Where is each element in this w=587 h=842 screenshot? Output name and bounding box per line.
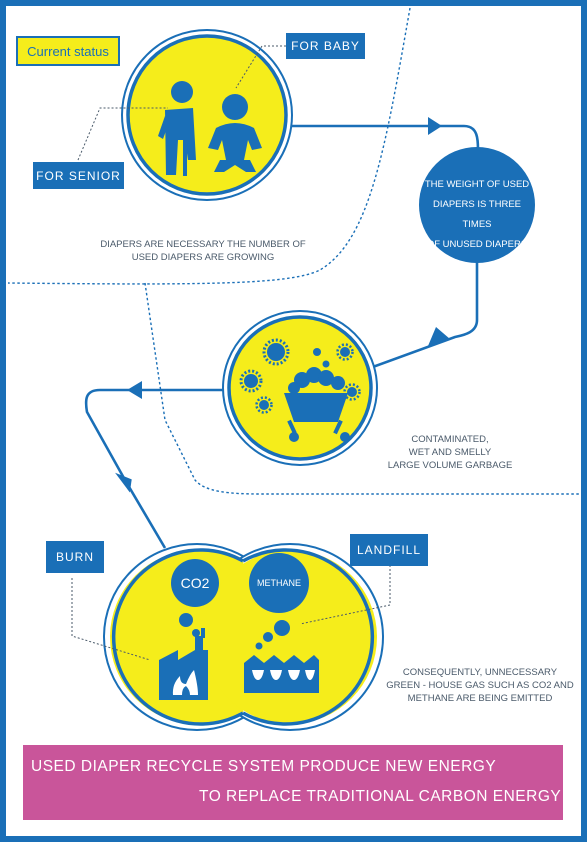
bubble-trails: [179, 613, 290, 650]
caption-consequence: CONSEQUENTLY, UNNECESSARY GREEN - HOUSE …: [385, 666, 575, 705]
weight-note-line: THE WEIGHT OF USED: [424, 179, 530, 190]
caption-contaminated: CONTAMINATED, WET AND SMELLY LARGE VOLUM…: [380, 433, 520, 472]
for-baby-label: FOR BABY: [286, 33, 365, 59]
for-senior-label: FOR SENIOR: [33, 162, 124, 189]
factory-icon: [159, 628, 208, 700]
circle-emissions: [103, 543, 384, 731]
burn-label: BURN: [46, 541, 104, 573]
banner-line-2: TO REPLACE TRADITIONAL CARBON ENERGY: [199, 788, 562, 805]
label-connectors: [71, 45, 391, 661]
methane-text: METHANE: [256, 578, 301, 588]
landfill-label: LANDFILL: [350, 534, 428, 566]
garbage-cart-icon: [284, 367, 350, 442]
weight-note-line: DIAPERS IS THREE TIMES: [433, 199, 521, 230]
co2-text: CO2: [180, 575, 210, 591]
weight-note: THE WEIGHT OF USED DIAPERS IS THREE TIME…: [419, 175, 535, 255]
caption-diapers: DIAPERS ARE NECESSARY THE NUMBER OF USED…: [88, 238, 318, 264]
caption-line: CONSEQUENTLY, UNNECESSARY: [402, 667, 558, 678]
circle-people: [121, 29, 293, 201]
methane-bubble: [249, 553, 309, 613]
flow-arrowheads: [115, 117, 450, 493]
landfill-icon: [244, 655, 319, 693]
bottom-banner: USED DIAPER RECYCLE SYSTEM PRODUCE NEW E…: [23, 745, 563, 820]
baby-icon: [208, 94, 262, 172]
germ-icons: [239, 338, 361, 414]
senior-icon: [158, 81, 196, 176]
caption-line: CONTAMINATED,: [411, 434, 489, 445]
caption-line: WET AND SMELLY: [408, 447, 492, 458]
current-status-badge: Current status: [16, 36, 120, 66]
caption-line: USED DIAPERS ARE GROWING: [131, 252, 275, 263]
caption-line: DIAPERS ARE NECESSARY THE NUMBER OF: [100, 239, 306, 250]
flow-path: [84, 124, 480, 549]
caption-line: LARGE VOLUME GARBAGE: [387, 460, 513, 471]
circle-garbage: [222, 310, 378, 466]
caption-line: GREEN - HOUSE GAS SUCH AS CO2 AND: [386, 680, 574, 691]
co2-bubble: [171, 559, 219, 607]
weight-circle: [419, 147, 535, 263]
weight-note-line: OF UNUSED DIAPERS: [426, 239, 528, 250]
caption-line: METHANE ARE BEING EMITTED: [407, 693, 553, 704]
banner-line-1: USED DIAPER RECYCLE SYSTEM PRODUCE NEW E…: [31, 758, 497, 775]
